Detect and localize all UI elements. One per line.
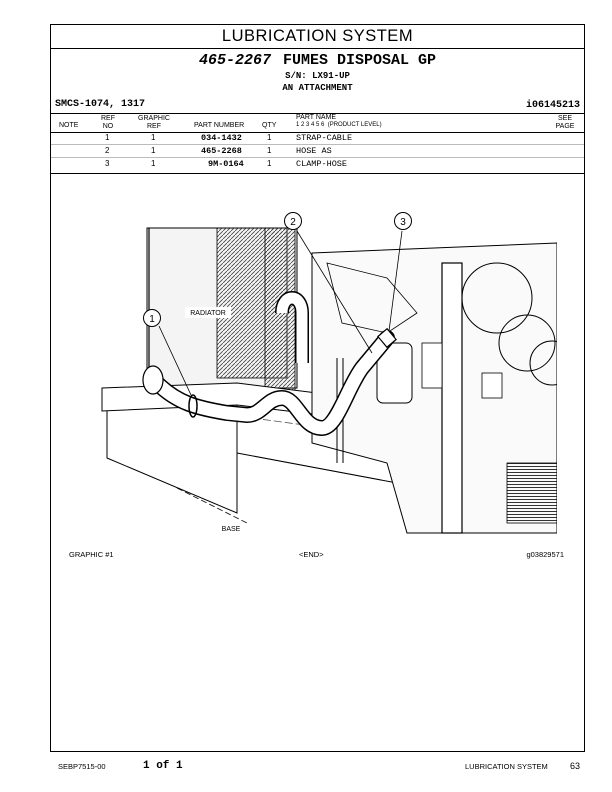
footer-page-number: 63 [570, 761, 581, 771]
table-row: 2 1 465-2268 1 HOSE AS [51, 145, 584, 157]
col-graphic-ref-line1: GRAPHIC [138, 115, 170, 122]
end-marker: <END> [299, 550, 324, 559]
col-ref-no: REF NO [101, 115, 115, 130]
graphic-caption: GRAPHIC #1 [69, 550, 114, 559]
col-see-page: SEE PAGE [554, 115, 576, 130]
row-part-number: 034-1432 [201, 133, 242, 143]
footer-section: LUBRICATION SYSTEM [465, 762, 548, 771]
part-name-title: FUMES DISPOSAL GP [282, 52, 437, 69]
row-graphic-ref: 1 [151, 133, 156, 142]
illustration-id: i06145213 [525, 100, 580, 111]
base-label: BASE [222, 526, 241, 533]
table-row: 3 1 9M-0164 1 CLAMP-HOSE [51, 158, 584, 170]
row-ref: 1 [105, 133, 110, 142]
row-qty: 1 [267, 146, 272, 155]
row-part-number: 465-2268 [201, 146, 242, 156]
col-part-number: PART NUMBER [194, 122, 245, 129]
col-graphic-ref: GRAPHIC REF [136, 115, 172, 130]
row-qty: 1 [267, 159, 272, 168]
row-graphic-ref: 1 [151, 146, 156, 155]
col-see-page-line2: PAGE [555, 122, 575, 130]
parts-illustration: 1 2 3 RADIATOR BASE [101, 212, 557, 534]
row-part-name: HOSE AS [296, 146, 332, 156]
callout-1: 1 [143, 309, 192, 396]
row-qty: 1 [267, 133, 272, 142]
table-header-rule [51, 132, 584, 133]
col-graphic-ref-line2: REF [147, 122, 161, 130]
smcs-code: SMCS-1074, 1317 [55, 99, 146, 110]
row-part-number: 9M-0164 [208, 159, 244, 169]
footer-page-of: 1 of 1 [143, 760, 183, 772]
attachment-label: AN ATTACHMENT [282, 83, 353, 93]
col-ref-no-line1: REF [101, 115, 115, 122]
header-rule [51, 113, 584, 114]
hose-drawing [142, 291, 397, 437]
product-level-label: (PRODUCT LEVEL) [327, 121, 382, 128]
radiator-label-bg [185, 307, 231, 318]
page-frame: LUBRICATION SYSTEM 465-2267 FUMES DISPOSA… [50, 24, 585, 752]
row-part-name: CLAMP-HOSE [296, 159, 348, 169]
callout-2: 2 [284, 212, 373, 354]
row-divider [51, 144, 584, 145]
col-note: NOTE [59, 122, 79, 129]
part-title: 465-2267 FUMES DISPOSAL GP [51, 52, 584, 69]
section-title: LUBRICATION SYSTEM [51, 25, 584, 49]
level-numbers: 1 2 3 4 5 6 [296, 121, 325, 128]
footer-doc-id: SEBP7515-00 [58, 762, 106, 771]
callout-2-label: 2 [290, 217, 296, 228]
col-qty: QTY [262, 122, 277, 129]
base-label-bg [217, 523, 245, 534]
graphic-id: g03829571 [526, 550, 564, 559]
callout-3-label: 3 [400, 217, 406, 228]
part-number-title: 465-2267 [198, 52, 271, 69]
row-graphic-ref: 1 [151, 159, 156, 168]
col-part-name-label: PART NAME [296, 114, 337, 121]
col-part-name: PART NAME 1 2 3 4 5 6 (PRODUCT LEVEL) [296, 114, 382, 129]
radiator-drawing [146, 227, 298, 399]
callout-3: 3 [388, 212, 412, 332]
serial-number: S/N: LX91-UP [285, 71, 350, 81]
col-ref-no-line2: NO [102, 122, 114, 130]
callout-1-label: 1 [149, 314, 155, 325]
col-product-levels: 1 2 3 4 5 6 (PRODUCT LEVEL) [296, 122, 382, 130]
table-row: 1 1 034-1432 1 STRAP-CABLE [51, 132, 584, 144]
row-ref: 2 [105, 146, 110, 155]
col-see-page-line1: SEE [557, 115, 572, 122]
radiator-label: RADIATOR [190, 310, 226, 317]
row-ref: 3 [105, 159, 110, 168]
row-part-name: STRAP-CABLE [296, 133, 353, 143]
engine-drawing [311, 242, 557, 534]
row-divider [51, 157, 584, 158]
table-bottom-rule [51, 173, 584, 174]
